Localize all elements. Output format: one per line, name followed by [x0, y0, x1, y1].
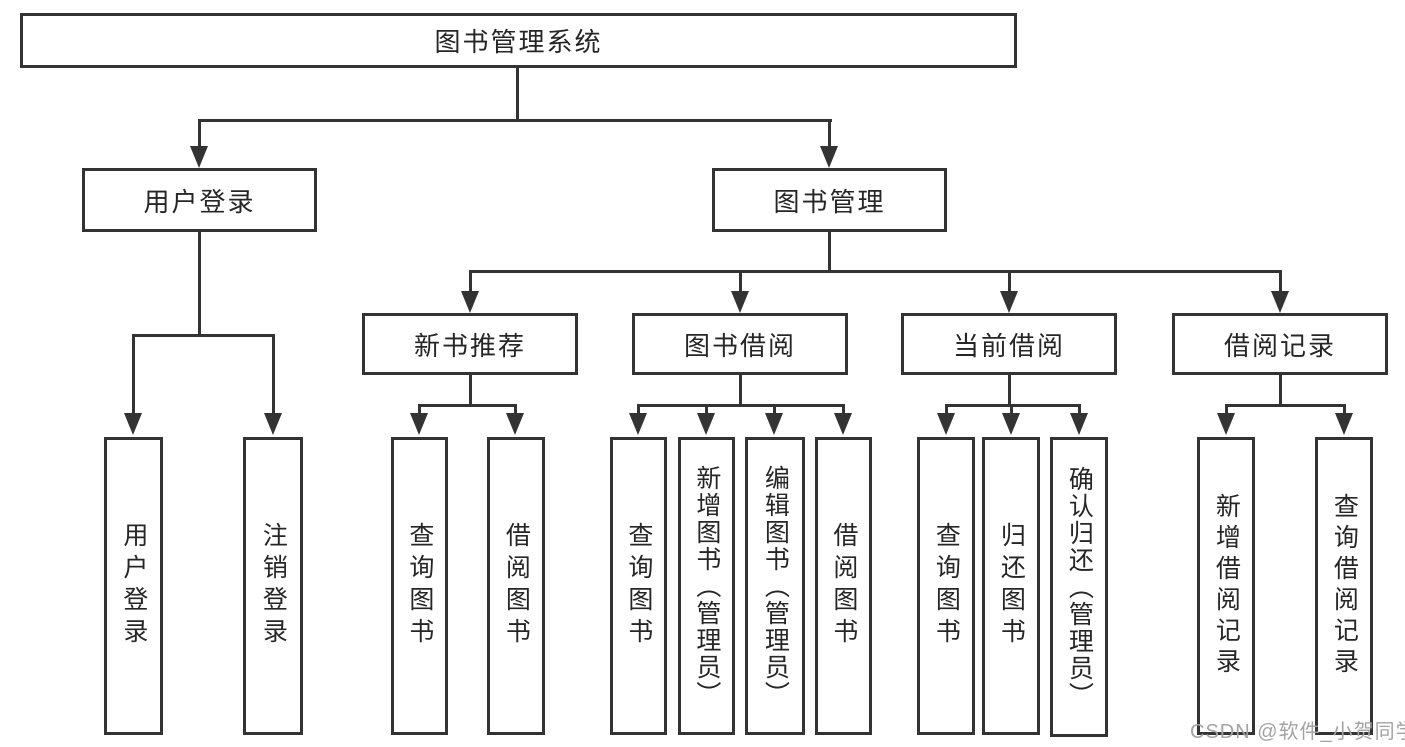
arrowhead-icon [1002, 413, 1020, 435]
leaf-borrowing-edit-book-admin: 编辑图书（管理员） [745, 437, 805, 735]
connector-line [828, 232, 831, 273]
arrowhead-icon [820, 146, 838, 168]
leaf-label: 借阅图书 [829, 522, 858, 650]
leaf-label: 借阅图书 [502, 522, 531, 650]
node-library-management-system: 图书管理系统 [20, 13, 1017, 68]
leaf-label: 编辑图书（管理员） [761, 464, 790, 708]
leaf-borrowing-add-book-admin: 新增图书（管理员） [678, 437, 735, 735]
leaf-label: 新增借阅记录 [1212, 493, 1241, 679]
connector-line [198, 119, 832, 122]
arrowhead-icon [264, 413, 282, 435]
leaf-current-return-books: 归还图书 [982, 437, 1040, 735]
leaf-recommend-borrow-books: 借阅图书 [487, 437, 545, 735]
arrowhead-icon [629, 413, 647, 435]
connector-line [469, 375, 472, 407]
connector-line [637, 404, 640, 416]
arrowhead-icon [937, 413, 955, 435]
leaf-records-add-record: 新增借阅记录 [1197, 437, 1255, 735]
node-label: 借阅记录 [1223, 330, 1336, 361]
node-label: 图书管理 [773, 186, 886, 217]
node-label: 图书管理系统 [434, 27, 603, 57]
arrowhead-icon [506, 413, 524, 435]
arrowhead-icon [1335, 413, 1353, 435]
connector-line [198, 119, 201, 148]
connector-line [705, 404, 708, 416]
connector-line [514, 404, 517, 416]
connector-line [842, 404, 845, 416]
connector-line [469, 270, 472, 293]
connector-line [1279, 375, 1282, 407]
connector-line [1078, 404, 1081, 416]
connector-line [773, 404, 776, 416]
arrowhead-icon [834, 413, 852, 435]
connector-line [132, 334, 275, 337]
connector-line [739, 375, 742, 407]
leaf-label: 查询图书 [624, 522, 653, 650]
leaf-label: 新增图书（管理员） [692, 464, 721, 708]
leaf-recommend-query-books: 查询图书 [391, 437, 448, 735]
leaf-label: 查询图书 [932, 522, 961, 650]
node-new-book-recommendation: 新书推荐 [362, 313, 578, 375]
connector-line [418, 404, 421, 416]
node-book-management: 图书管理 [712, 168, 947, 232]
leaf-label: 查询图书 [405, 522, 434, 650]
leaf-label: 用户登录 [119, 522, 148, 650]
arrowhead-icon [124, 413, 142, 435]
arrowhead-icon [410, 413, 428, 435]
connector-line [132, 334, 135, 415]
leaf-user-login: 用户登录 [104, 437, 163, 735]
arrowhead-icon [765, 413, 783, 435]
connector-line [1008, 270, 1011, 293]
arrowhead-icon [1070, 413, 1088, 435]
connector-line [272, 334, 275, 415]
node-book-borrowing: 图书借阅 [632, 313, 848, 375]
connector-line [1279, 270, 1282, 293]
node-label: 图书借阅 [683, 330, 796, 361]
connector-line [198, 232, 201, 337]
node-label: 当前借阅 [952, 330, 1065, 361]
node-user-login: 用户登录 [82, 168, 317, 232]
connector-line [1010, 404, 1013, 416]
watermark: CSDN @软件_小贺同学 [1190, 721, 1405, 743]
connector-line [1225, 404, 1346, 407]
node-current-borrowing: 当前借阅 [901, 313, 1117, 375]
connector-line [739, 270, 742, 293]
leaf-borrowing-query-books: 查询图书 [610, 437, 667, 735]
leaf-label: 查询借阅记录 [1330, 493, 1359, 679]
connector-line [1008, 375, 1011, 407]
leaf-label: 归还图书 [997, 522, 1026, 650]
leaf-current-query-books: 查询图书 [917, 437, 975, 735]
connector-line [637, 404, 845, 407]
node-borrowing-records: 借阅记录 [1172, 313, 1388, 375]
connector-line [828, 119, 831, 148]
leaf-records-query-record: 查询借阅记录 [1315, 437, 1373, 735]
node-label: 用户登录 [143, 186, 256, 217]
arrowhead-icon [190, 146, 208, 168]
arrowhead-icon [1217, 413, 1235, 435]
arrowhead-icon [731, 291, 749, 313]
connector-line [516, 68, 519, 121]
connector-line [418, 404, 517, 407]
arrowhead-icon [1271, 291, 1289, 313]
connector-line [945, 404, 1081, 407]
connector-line [945, 404, 948, 416]
leaf-borrowing-borrow-books: 借阅图书 [815, 437, 872, 735]
arrowhead-icon [697, 413, 715, 435]
leaf-current-confirm-return-admin: 确认归还（管理员） [1050, 437, 1108, 737]
node-label: 新书推荐 [413, 330, 526, 361]
leaf-logout: 注销登录 [243, 437, 303, 735]
arrowhead-icon [461, 291, 479, 313]
connector-line [1225, 404, 1228, 416]
arrowhead-icon [1000, 291, 1018, 313]
connector-line [469, 270, 1281, 273]
connector-line [1343, 404, 1346, 416]
leaf-label: 注销登录 [259, 522, 288, 650]
leaf-label: 确认归还（管理员） [1065, 465, 1094, 709]
